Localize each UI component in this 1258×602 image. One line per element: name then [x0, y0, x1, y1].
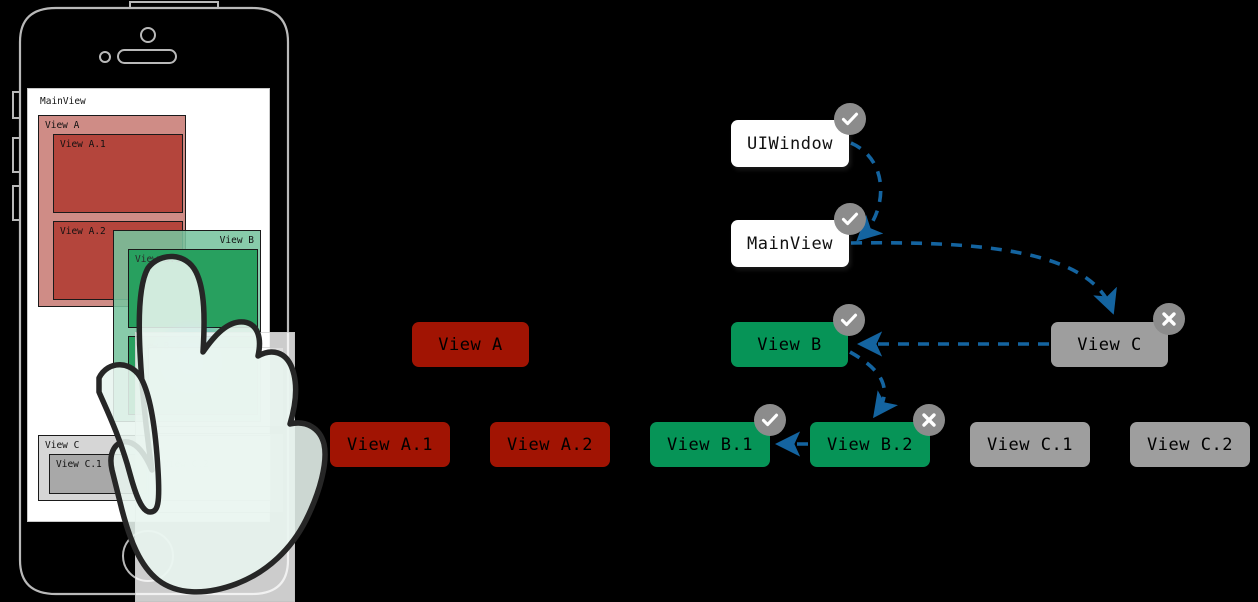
node-view-c1[interactable]: View C.1 [970, 422, 1090, 467]
node-mainview[interactable]: MainView [731, 220, 849, 267]
checkmark-badge-icon [833, 304, 865, 336]
checkmark-badge-icon [754, 404, 786, 436]
cross-badge-icon [913, 404, 945, 436]
node-view-b[interactable]: View B [731, 322, 848, 367]
screen-view-a-label: View A [45, 120, 80, 131]
node-view-a2[interactable]: View A.2 [490, 422, 610, 467]
node-view-b2[interactable]: View B.2 [810, 422, 930, 467]
screen-view-c-label: View C [45, 440, 80, 451]
node-view-c2[interactable]: View C.2 [1130, 422, 1250, 467]
node-view-b1[interactable]: View B.1 [650, 422, 770, 467]
screen-view-c1-label: View C.1 [56, 459, 102, 470]
node-view-a[interactable]: View A [412, 322, 529, 367]
screen-view-a1[interactable]: View A.1 [53, 134, 183, 213]
cross-badge-icon [1153, 303, 1185, 335]
screen-view-b-label: View B [219, 235, 254, 246]
screen-view-a1-label: View A.1 [60, 139, 106, 150]
screen-mainview-label: MainView [40, 96, 86, 107]
node-uiwindow[interactable]: UIWindow [731, 120, 849, 167]
edge-viewb-to-viewb2 [849, 350, 899, 419]
node-view-a1[interactable]: View A.1 [330, 422, 450, 467]
screen-view-a2-label: View A.2 [60, 226, 106, 237]
edge-mainview-to-viewc [850, 240, 1117, 315]
checkmark-badge-icon [834, 203, 866, 235]
node-view-c[interactable]: View C [1051, 322, 1168, 367]
checkmark-badge-icon [834, 103, 866, 135]
